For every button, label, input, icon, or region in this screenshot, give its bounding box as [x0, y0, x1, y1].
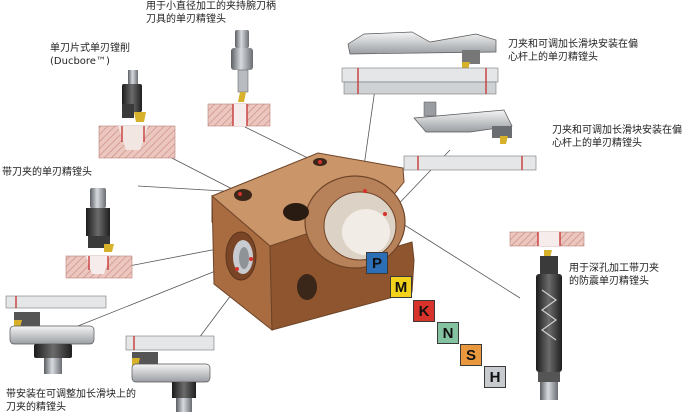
- tool-single-insert: [98, 70, 176, 159]
- tool-with-holder: [65, 188, 133, 279]
- label-adjustable-slide-tool: 带安装在可调整加长滑块上的 刀夹的精镗头: [6, 388, 136, 414]
- label-line: 单刀片式单刃镗削: [50, 43, 130, 54]
- tool-bottom-center: [125, 335, 215, 412]
- label-eccentric-mid-tool: 刀夹和可调加长滑块安装在偏 心杆上的单刃精镗头: [552, 124, 682, 150]
- label-line: 用于小直径加工的夹持腕刀柄: [146, 1, 276, 12]
- iso-tile-n: N: [437, 322, 459, 344]
- label-single-insert-tool: 单刀片式单刃镗削 (Ducbore™): [50, 42, 130, 68]
- label-line: 用于深孔加工带刀夹: [569, 263, 659, 274]
- iso-tile-s: S: [460, 344, 482, 366]
- tool-eccentric-mid: [403, 101, 537, 171]
- leader-right-low: [383, 211, 521, 299]
- label-line: 刀夹和可调加长滑块安装在偏: [508, 39, 638, 50]
- leader-top-center: [244, 126, 319, 164]
- leader-bottom-left: [62, 261, 239, 333]
- label-line: 带安装在可调整加长滑块上的: [6, 389, 136, 400]
- tool-eccentric-top: [341, 31, 499, 95]
- label-line: 的防震单刃精镗头: [569, 276, 649, 287]
- label-deep-hole-tool: 用于深孔加工带刀夹 的防震单刃精镗头: [569, 262, 659, 288]
- tool-small-diameter: [207, 30, 271, 127]
- label-line: (Ducbore™): [50, 56, 110, 67]
- iso-tile-p: P: [366, 252, 388, 274]
- tool-adjustable-slide: [5, 295, 107, 374]
- label-holder-tool: 带刀夹的单刃精镗头: [2, 166, 92, 179]
- iso-tile-m: M: [390, 276, 412, 298]
- label-eccentric-top-tool: 刀夹和可调加长滑块安装在偏 心杆上的单刃精镗头: [508, 38, 638, 64]
- label-line: 带刀夹的单刃精镗头: [2, 167, 92, 178]
- label-line: 心杆上的单刃精镗头: [552, 138, 642, 149]
- label-line: 刀夹和可调加长滑块安装在偏: [552, 125, 682, 136]
- hole-top-middle: [283, 203, 309, 221]
- iso-tile-h: H: [484, 366, 506, 388]
- workpiece-block: [211, 152, 415, 332]
- label-line: 刀夹的精镗头: [6, 402, 66, 413]
- iso-tile-k: K: [413, 300, 435, 322]
- label-small-diameter-tool: 用于小直径加工的夹持腕刀柄 刀具的单刃精镗头: [146, 0, 276, 26]
- tool-deep-hole-antivibration: [509, 231, 585, 400]
- hole-top-left: [234, 189, 252, 201]
- leader-top-left: [165, 154, 241, 194]
- label-line: 刀具的单刃精镗头: [146, 14, 226, 25]
- label-line: 心杆上的单刃精镗头: [508, 52, 598, 63]
